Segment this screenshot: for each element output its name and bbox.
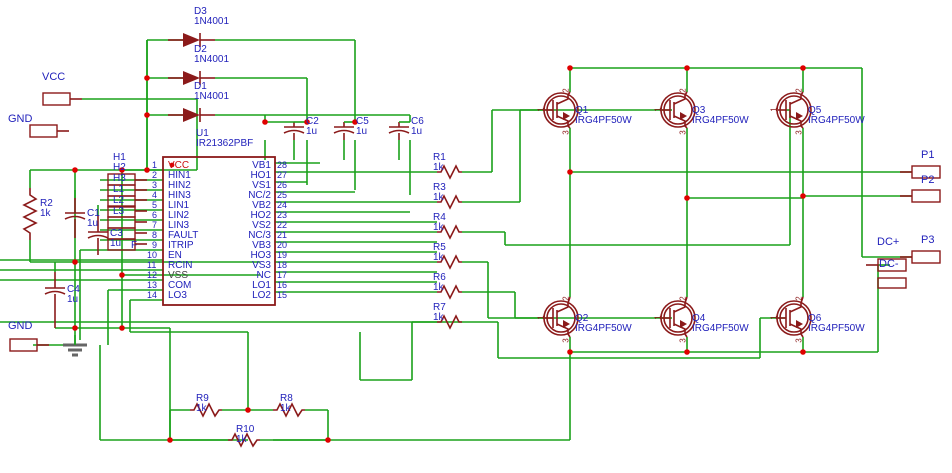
resistor-r10[interactable] — [228, 432, 260, 448]
terminal-l2[interactable] — [107, 195, 147, 208]
terminal-p2[interactable] — [900, 189, 941, 203]
wire-network — [0, 39, 912, 441]
transistor-q4[interactable] — [660, 296, 696, 338]
terminal-p3[interactable] — [900, 250, 941, 264]
capacitor-c4[interactable] — [44, 272, 66, 328]
ic-pin1-marker — [169, 162, 175, 168]
resistor-r3[interactable] — [437, 194, 462, 210]
terminal-vcc[interactable] — [42, 92, 198, 112]
resistor-r5[interactable] — [437, 254, 462, 270]
terminal-extra-1[interactable] — [107, 216, 147, 229]
terminal-dcminus[interactable] — [877, 277, 907, 289]
transistor-q2[interactable] — [543, 296, 579, 338]
terminal-extra-3[interactable] — [107, 238, 147, 251]
resistor-r2[interactable] — [22, 169, 75, 263]
diode-d3[interactable] — [168, 33, 215, 47]
resistor-r8[interactable] — [273, 402, 305, 418]
ground-symbol — [63, 335, 87, 357]
resistor-r7[interactable] — [437, 314, 462, 330]
transistor-q3[interactable] — [660, 91, 696, 129]
transistor-q6[interactable] — [776, 296, 812, 338]
resistor-r9[interactable] — [190, 402, 222, 418]
diode-d2[interactable] — [168, 71, 215, 85]
transistor-q5[interactable] — [776, 91, 812, 129]
terminal-gnd-bottom[interactable] — [9, 338, 49, 352]
terminal-gnd-top[interactable] — [29, 124, 69, 138]
capacitor-c6[interactable] — [388, 122, 410, 140]
terminal-p1[interactable] — [900, 165, 941, 179]
capacitor-c5[interactable] — [333, 122, 355, 140]
junction-dots — [72, 65, 806, 443]
capacitor-c3[interactable] — [87, 215, 109, 255]
terminal-dcplus[interactable] — [866, 258, 907, 272]
capacitor-c2[interactable] — [283, 122, 305, 140]
resistor-r1[interactable] — [437, 164, 462, 180]
ic-u1[interactable] — [162, 156, 276, 306]
resistor-r4[interactable] — [437, 224, 462, 240]
capacitor-c1[interactable] — [64, 198, 86, 238]
diode-d1[interactable] — [168, 108, 215, 122]
transistor-q1[interactable] — [543, 91, 579, 129]
resistor-r6[interactable] — [437, 284, 462, 300]
capacitor-top-taps — [265, 121, 410, 160]
